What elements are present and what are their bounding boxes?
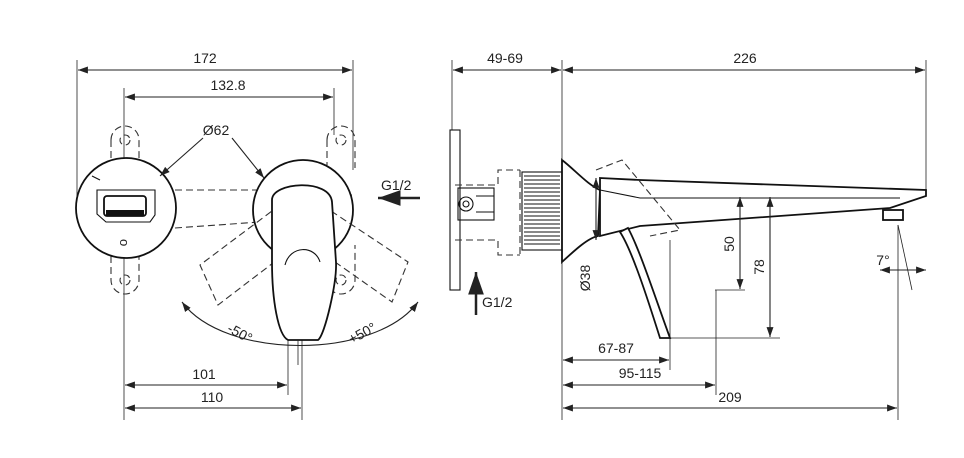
label-78: 78 <box>751 259 767 275</box>
label-50: 50 <box>721 236 737 252</box>
label-95-115: 95-115 <box>619 365 662 381</box>
label-7-degree: 7° <box>876 252 889 268</box>
label-plus-50: +50° <box>345 319 378 347</box>
spout-side <box>561 158 927 339</box>
lever-rosette <box>199 159 409 341</box>
label-172: 172 <box>193 50 217 66</box>
thread-sleeve <box>521 171 563 251</box>
rotation-arc <box>181 301 419 347</box>
label-diameter-62: Ø62 <box>203 122 230 138</box>
concealed-body <box>449 129 521 291</box>
label-67-87: 67-87 <box>598 340 634 356</box>
label-226: 226 <box>733 50 757 66</box>
label-g12-top: G1/2 <box>381 177 412 193</box>
side-view: G1/2 G1/2 49-69 226 50 78 Ø38 67-87 95-1… <box>378 50 927 420</box>
svg-text:o: o <box>117 239 132 246</box>
label-49-69: 49-69 <box>487 50 523 66</box>
label-101: 101 <box>192 366 216 382</box>
spout-rosette: o <box>75 157 177 259</box>
label-minus-50: -50° <box>225 320 255 346</box>
label-g12-bottom: G1/2 <box>482 294 513 310</box>
label-132-8: 132.8 <box>210 77 245 93</box>
label-209: 209 <box>718 389 742 405</box>
label-diameter-38: Ø38 <box>577 265 593 292</box>
front-view: o 172 132.8 Ø62 101 110 -50° +50° <box>75 50 419 420</box>
label-110: 110 <box>201 389 224 405</box>
